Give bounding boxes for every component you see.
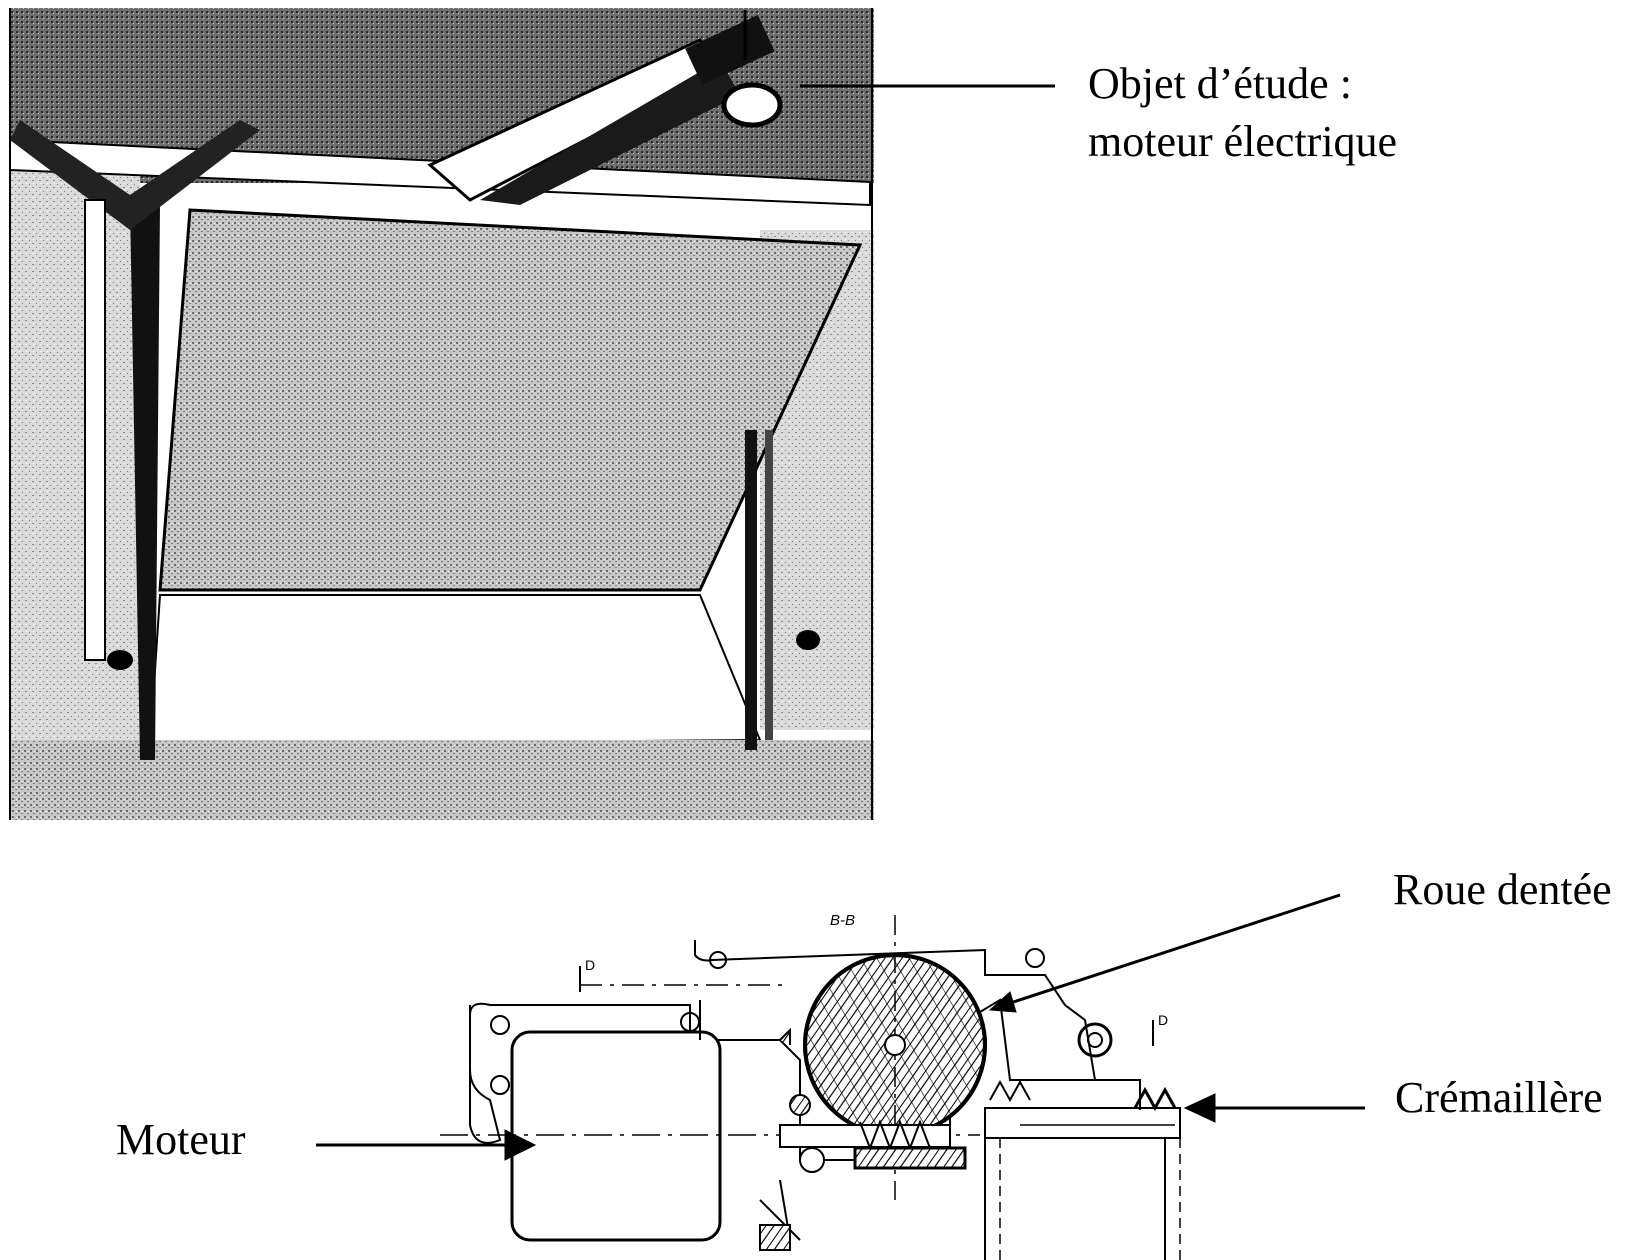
- motor-body: [510, 1030, 722, 1242]
- rack: [984, 1079, 1181, 1260]
- gear-wheel-leader: [994, 893, 1341, 1010]
- callout-arrows: [316, 893, 1365, 1161]
- door-panel: [158, 208, 863, 592]
- section-label: B-B: [830, 912, 855, 929]
- gear-wheel-arrowhead: [988, 991, 1017, 1013]
- mount-hole: [490, 1075, 510, 1095]
- gear-wheel-label: Roue dentée: [1393, 865, 1612, 914]
- left-handle: [107, 650, 133, 670]
- motor-housing: [685, 14, 775, 86]
- left-post: [130, 205, 160, 760]
- datum-label-right: D: [1158, 1012, 1168, 1028]
- study-object-label-line1: Objet d’étude :: [1088, 59, 1352, 108]
- shaft-bore: [1077, 1022, 1113, 1058]
- mount-hole: [490, 1015, 510, 1035]
- worm-screw: [859, 1119, 931, 1151]
- door-opening: [148, 594, 762, 747]
- motor-end-cap: [721, 82, 783, 128]
- motor-section-drawing: [440, 915, 1181, 1260]
- motor-label: Moteur: [116, 1115, 246, 1164]
- left-wall: [10, 160, 140, 760]
- datum-label-left: D: [585, 957, 595, 973]
- left-bracket: [10, 120, 260, 230]
- mount-hole: [709, 951, 727, 969]
- right-post: [745, 430, 757, 750]
- rack-label: Crémaillère: [1395, 1073, 1603, 1122]
- rack-arrowhead: [1183, 1093, 1216, 1123]
- study-object-label-line2: moteur électrique: [1088, 117, 1398, 166]
- garage-door-photo: [9, 8, 874, 820]
- right-handle: [796, 630, 820, 650]
- motor-arrowhead: [504, 1129, 537, 1161]
- mount-hole: [1025, 948, 1045, 968]
- left-rail: [84, 199, 106, 661]
- mount-hole: [680, 1012, 700, 1032]
- floor: [10, 740, 874, 820]
